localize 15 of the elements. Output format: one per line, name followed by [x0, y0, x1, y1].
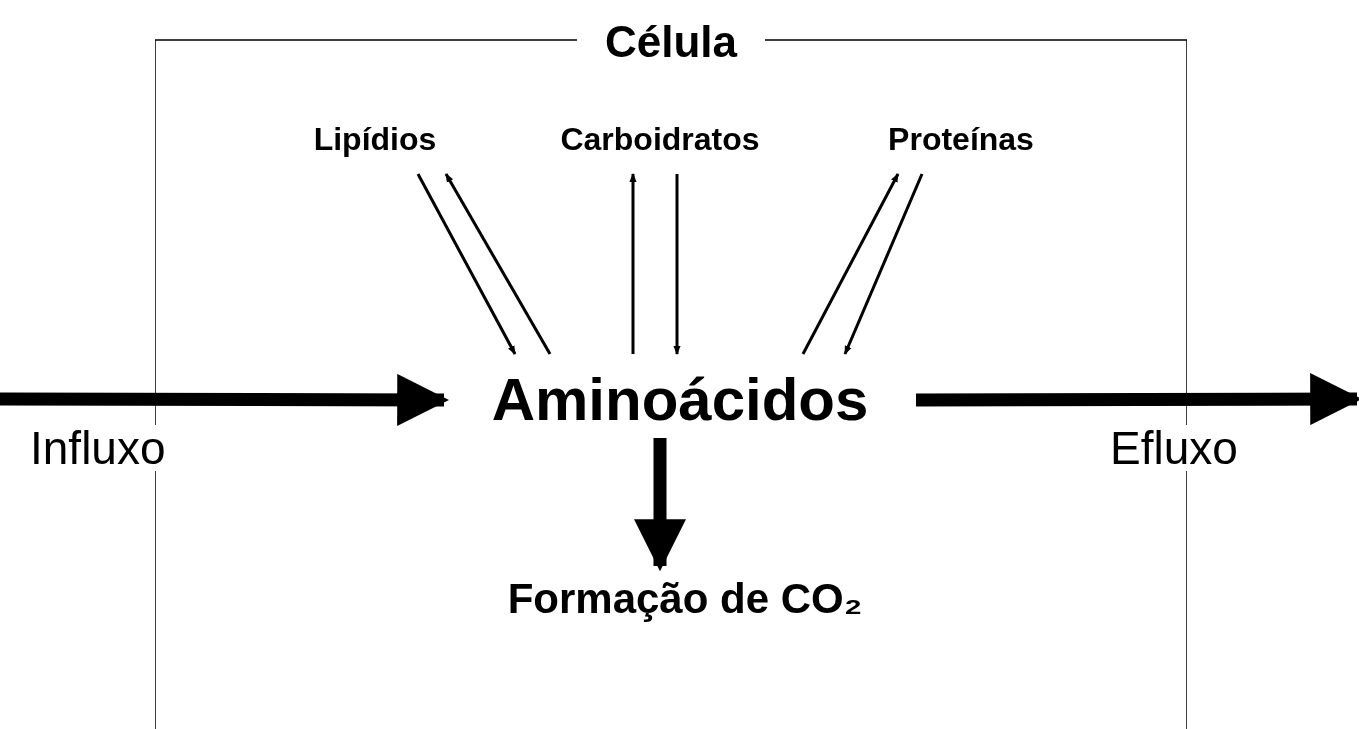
- arrow: [0, 373, 450, 426]
- node-label: Carboidratos: [560, 123, 760, 155]
- arrow: [916, 373, 1359, 426]
- arrow: [843, 173, 924, 355]
- node-label: Aminoácidos: [491, 370, 869, 430]
- arrow: [673, 174, 681, 355]
- arrow: [416, 173, 517, 355]
- arrow: [634, 438, 686, 572]
- node-label: Formação de CO₂: [507, 578, 863, 620]
- node-label: Lipídios: [313, 123, 437, 155]
- edge-label: Efluxo: [1110, 425, 1238, 471]
- arrow: [444, 173, 552, 355]
- node-label: Proteínas: [888, 123, 1034, 155]
- arrow: [801, 173, 900, 355]
- arrow: [629, 173, 637, 354]
